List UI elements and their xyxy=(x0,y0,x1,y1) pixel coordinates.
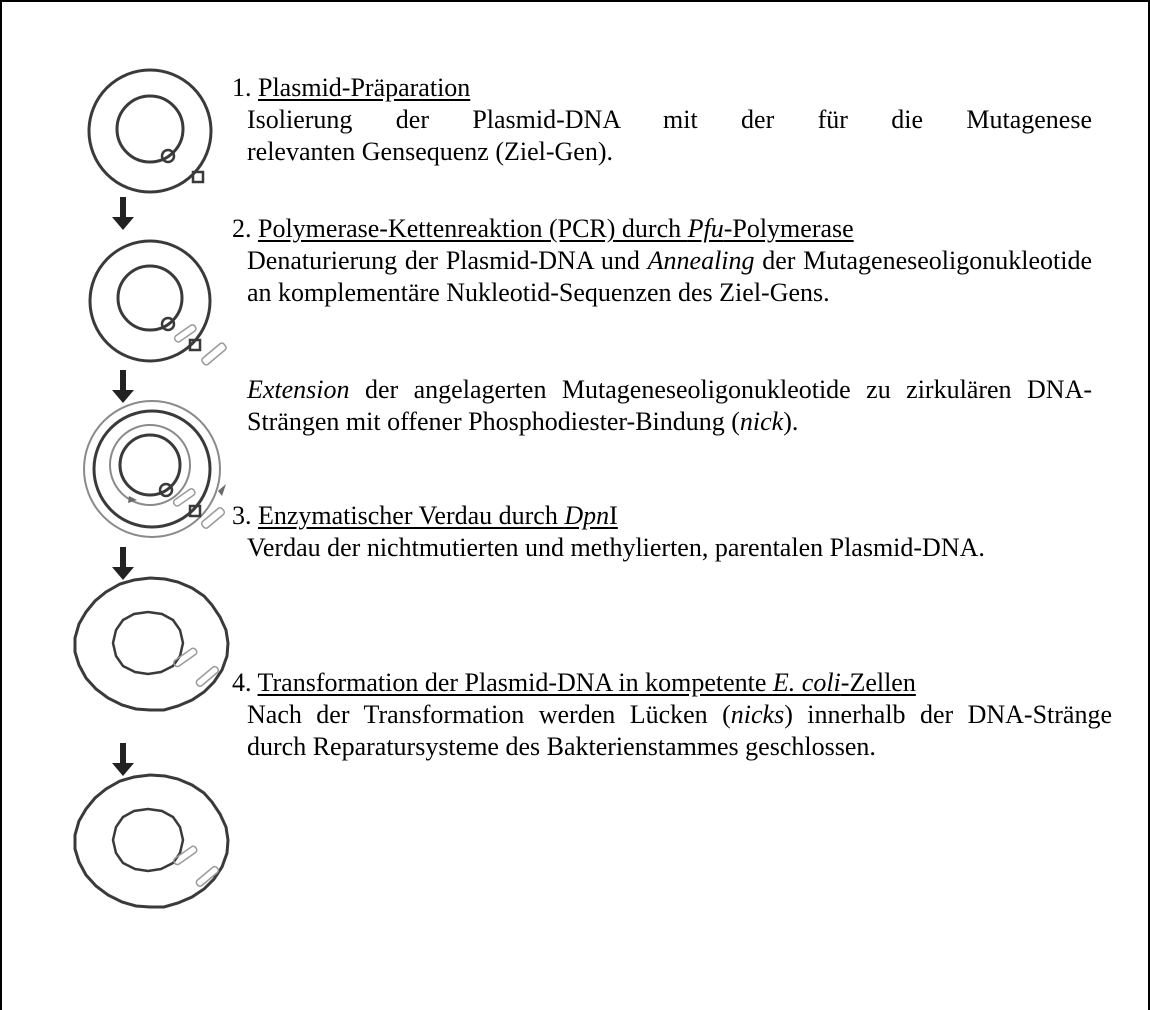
step-4-title: 4. Transformation der Plasmid-DNA in kom… xyxy=(232,668,916,697)
transformed-plasmid-icon xyxy=(73,773,230,909)
down-arrow-icon xyxy=(112,197,134,230)
step-1-description: Isolierung der Plasmid-DNA mit der für d… xyxy=(247,105,1092,166)
down-arrow-icon xyxy=(112,547,134,580)
step-4-heading: Transformation der Plasmid-DNA in kompet… xyxy=(257,668,916,697)
down-arrow-icon xyxy=(112,370,134,403)
step-2: 2. Polymerase-Kettenreaktion (PCR) durch… xyxy=(232,213,1092,309)
step-3-description: Verdau der nichtmutierten und methyliert… xyxy=(247,533,985,562)
step-1-title: 1. Plasmid-Präparation xyxy=(232,73,471,102)
step-2-heading: Polymerase-Kettenreaktion (PCR) durch Pf… xyxy=(258,214,854,243)
dpni-digest-icon xyxy=(73,576,230,712)
pcr-extension-icon xyxy=(83,400,226,538)
step-4-description: Nach der Transformation werden Lücken (n… xyxy=(247,700,1113,761)
step-3: 3. Enzymatischer Verdau durch DpnI Verda… xyxy=(232,500,1092,564)
step-3-title: 3. Enzymatischer Verdau durch DpnI xyxy=(232,501,618,530)
step-2-extension-description: Extension der angelagerten Mutageneseoli… xyxy=(247,375,1092,436)
pcr-annealing-icon xyxy=(88,239,227,366)
step-2-title: 2. Polymerase-Kettenreaktion (PCR) durch… xyxy=(232,214,854,243)
step-4: 4. Transformation der Plasmid-DNA in kom… xyxy=(232,667,1112,763)
plasmid-icon xyxy=(87,68,213,194)
step-2-extension: Extension der angelagerten Mutageneseoli… xyxy=(247,374,1092,438)
down-arrow-icon xyxy=(112,743,134,776)
step-1: 1. Plasmid-Präparation Isolierung der Pl… xyxy=(232,72,1092,168)
step-1-heading: Plasmid-Präparation xyxy=(258,73,471,102)
step-3-heading: Enzymatischer Verdau durch DpnI xyxy=(258,501,618,530)
step-2-description: Denaturierung der Plasmid-DNA und Anneal… xyxy=(247,246,1092,307)
